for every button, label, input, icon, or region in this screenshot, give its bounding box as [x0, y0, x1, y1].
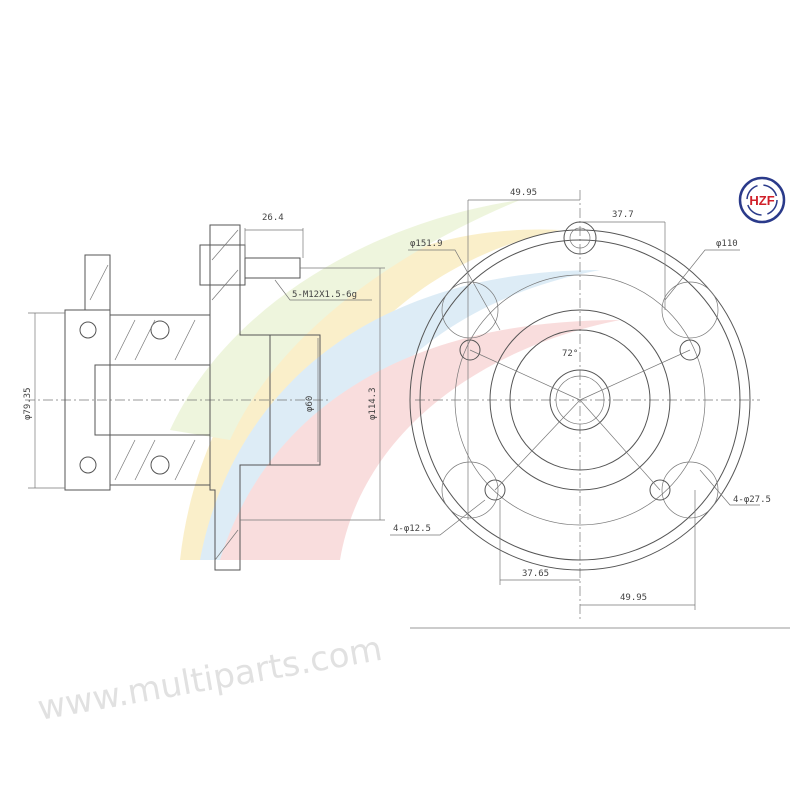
- watermark-swoosh: [170, 200, 620, 560]
- thread-spec-label: 5-M12X1.5-6g: [292, 290, 357, 300]
- hzf-logo: HZF: [738, 176, 786, 224]
- bore-diameter-label: φ79.35: [23, 387, 33, 420]
- offset-top-left-label: 49.95: [510, 188, 537, 198]
- front-view: 49.95 37.7 φ151.9 φ110 72° 4-φ27.5 4-φ12…: [390, 188, 790, 629]
- small-holes-label: 4-φ12.5: [393, 524, 431, 534]
- large-holes-label: 4-φ27.5: [733, 495, 771, 505]
- pilot-diameter-label: φ60: [305, 396, 315, 412]
- bolt-length-label: 26.4: [262, 213, 284, 223]
- small-holes: [459, 339, 701, 501]
- angle-label: 72°: [562, 349, 578, 359]
- side-view: 26.4 5-M12X1.5-6g φ79.35 φ60 φ114.3: [23, 213, 385, 571]
- offset-top-right-label: 37.7: [612, 210, 634, 220]
- watermark-text: www.multiparts.com: [35, 629, 386, 729]
- pcd-label: φ114.3: [368, 387, 378, 420]
- large-holes: [441, 281, 719, 519]
- logo-text: HZF: [749, 193, 774, 208]
- offset-bottom-left-label: 37.65: [522, 569, 549, 579]
- outer-diameter-label: φ151.9: [410, 239, 443, 249]
- bolt-circle-label: φ110: [716, 239, 738, 249]
- offset-bottom-right-label: 49.95: [620, 593, 647, 603]
